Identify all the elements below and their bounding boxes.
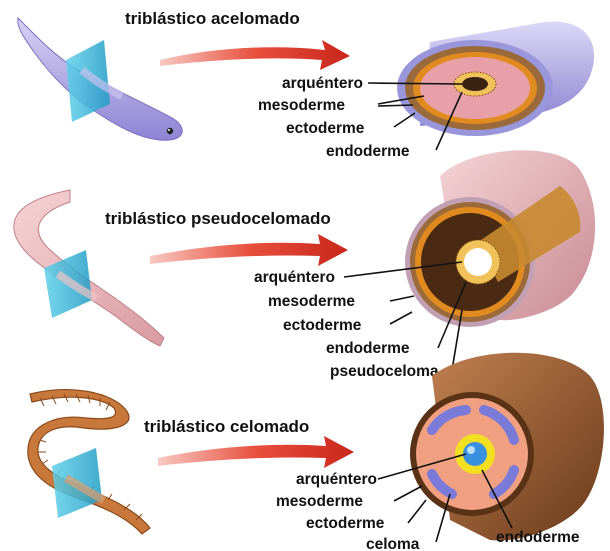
label-celoma: celoma [366, 536, 420, 551]
label-arquentero-2: arquéntero [254, 269, 335, 286]
label-ectoderme-2: ectoderme [283, 317, 362, 334]
arrow-2 [150, 234, 348, 266]
label-arquentero-1: arquéntero [282, 75, 363, 92]
label-mesoderme-3: mesoderme [276, 493, 363, 510]
label-ectoderme-1: ectoderme [286, 120, 365, 137]
flatworm-illustration [18, 18, 183, 140]
title-pseudocelomado: triblástico pseudocelomado [105, 209, 331, 228]
row-celomado: triblástico celomado arquéntero mesoderm… [28, 353, 604, 551]
label-mesoderme-2: mesoderme [268, 293, 355, 310]
label-endoderme-3: endoderme [496, 529, 580, 546]
row-pseudocelomado: triblástico pseudocelomado arquéntero me… [14, 150, 595, 380]
arrow-1 [160, 40, 350, 70]
gut-lumen [462, 77, 488, 91]
label-endoderme-1: endoderme [326, 143, 410, 160]
gut-lumen [464, 248, 492, 276]
title-celomado: triblástico celomado [144, 417, 309, 436]
label-pseudoceloma: pseudoceloma [330, 363, 439, 380]
label-endoderme-2: endoderme [326, 340, 410, 357]
earthworm-illustration [28, 390, 150, 534]
gut-lumen [463, 442, 487, 466]
arrow-3 [158, 436, 354, 468]
cross-section-pseudocelomado [405, 150, 595, 327]
cross-section-celomado [410, 353, 604, 541]
cross-section-acelomado [397, 22, 594, 136]
label-ectoderme-3: ectoderme [306, 515, 385, 532]
row-acelomado: triblástico acelomado arquéntero mesoder… [18, 9, 594, 160]
label-arquentero-3: arquéntero [296, 471, 377, 488]
title-acelomado: triblástico acelomado [125, 9, 300, 28]
label-mesoderme-1: mesoderme [258, 97, 345, 114]
